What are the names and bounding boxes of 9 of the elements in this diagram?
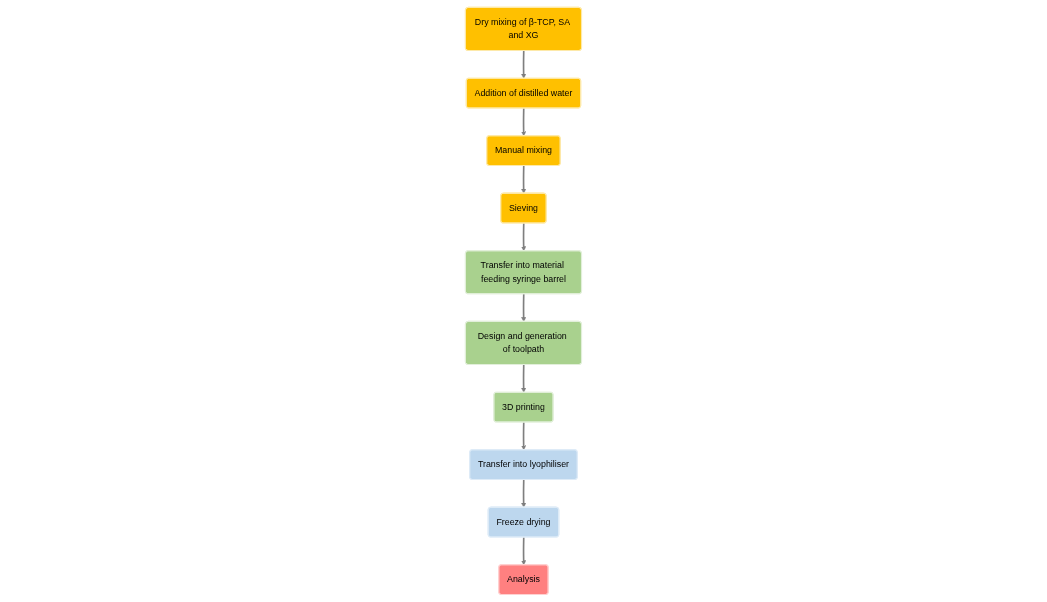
arrow (521, 222, 527, 252)
arrow (521, 479, 527, 508)
arrow (521, 421, 527, 451)
arrow (521, 364, 527, 393)
arrow (521, 293, 527, 322)
arrow (521, 107, 527, 137)
arrow (521, 50, 527, 79)
arrow (521, 536, 527, 566)
arrow (521, 165, 527, 194)
